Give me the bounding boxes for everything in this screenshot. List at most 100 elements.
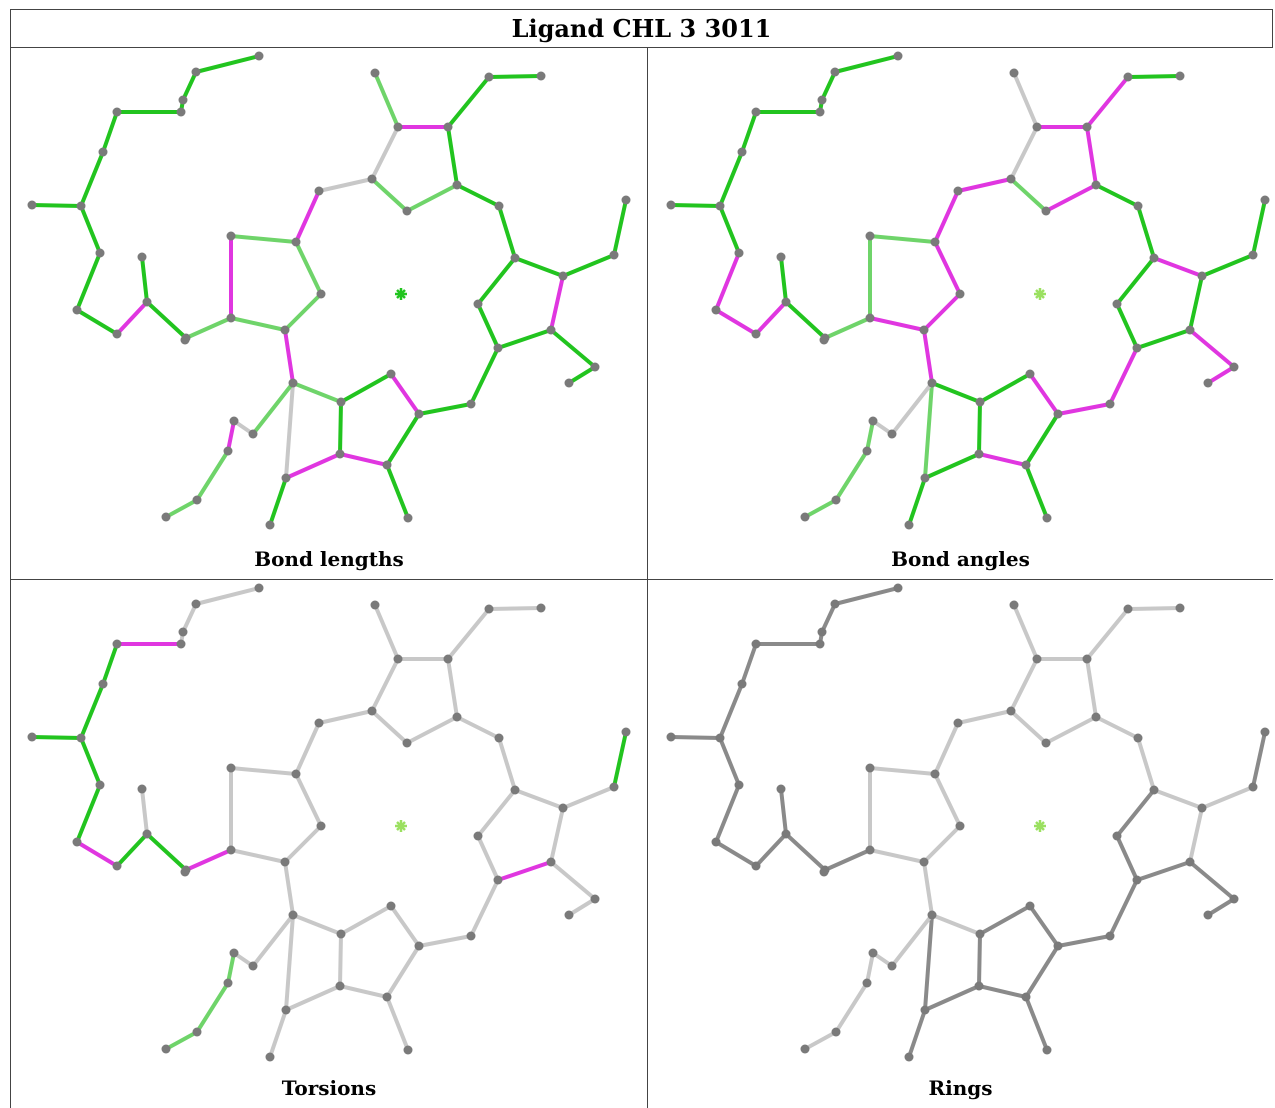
atom (1025, 369, 1035, 379)
atom (226, 845, 236, 855)
bond (513, 256, 565, 278)
molecule-rings (666, 583, 1270, 1062)
bond (820, 602, 837, 634)
atom (919, 325, 929, 335)
bond (834, 449, 869, 502)
atom (666, 732, 676, 742)
bond (476, 302, 500, 350)
bond (1012, 71, 1039, 129)
atom (510, 785, 520, 795)
bond (446, 125, 459, 187)
bond (226, 951, 236, 985)
atom (1041, 206, 1051, 216)
bond (833, 54, 900, 74)
atom (223, 446, 233, 456)
bond (1126, 606, 1182, 611)
atom (1175, 603, 1185, 613)
bond (1028, 372, 1060, 416)
atom (229, 948, 239, 958)
bond (1085, 125, 1098, 187)
atom (386, 901, 396, 911)
atom (927, 378, 937, 388)
atom (1025, 901, 1035, 911)
atom (112, 861, 122, 871)
bond (496, 860, 553, 882)
atom (893, 583, 903, 593)
atom (887, 961, 897, 971)
atom (955, 821, 965, 831)
bond (338, 452, 389, 467)
atom (751, 107, 761, 117)
atom (142, 297, 152, 307)
atom (609, 782, 619, 792)
grid-line-middle-horizontal (10, 579, 1273, 580)
bond (294, 721, 321, 776)
bond (229, 234, 298, 244)
bond (823, 848, 872, 872)
bond (251, 381, 295, 436)
bond (833, 586, 900, 606)
atom (226, 231, 236, 241)
bond (977, 400, 982, 456)
bond (283, 860, 295, 917)
bond (922, 292, 962, 332)
bond (567, 365, 597, 385)
atom (621, 195, 631, 205)
bond (229, 766, 298, 776)
bond (549, 328, 597, 369)
bond (1135, 328, 1192, 350)
bond (283, 292, 323, 332)
bond (1085, 607, 1130, 661)
bond (145, 300, 188, 340)
bond (476, 788, 517, 838)
atom (367, 174, 377, 184)
bond (291, 913, 343, 936)
atom (666, 200, 676, 210)
atom (868, 416, 878, 426)
bond (140, 787, 149, 836)
bond (251, 913, 295, 968)
atom (590, 362, 600, 372)
atom (393, 122, 403, 132)
molecule-bond-lengths (27, 51, 631, 530)
bond (370, 709, 409, 745)
bond (229, 848, 287, 864)
caption-rings: Rings (928, 1076, 993, 1100)
atom (734, 248, 744, 258)
bond (30, 203, 83, 208)
atom (546, 857, 556, 867)
panel-torsions: Torsions (11, 580, 647, 1108)
bond (1251, 730, 1267, 789)
atom (367, 706, 377, 716)
atom (715, 201, 725, 211)
bond (283, 328, 295, 385)
bond (370, 657, 400, 713)
bond (184, 848, 233, 872)
bond (549, 806, 565, 864)
bond (79, 682, 105, 740)
atom (265, 520, 275, 530)
bond (820, 70, 837, 102)
atom (1105, 931, 1115, 941)
atom (386, 369, 396, 379)
atom (112, 107, 122, 117)
atom (137, 252, 147, 262)
bond (1085, 75, 1130, 129)
atom (288, 910, 298, 920)
bond (1136, 204, 1156, 260)
atom (536, 603, 546, 613)
atom (27, 732, 37, 742)
bond (561, 253, 616, 278)
atom (953, 718, 963, 728)
atom (281, 473, 291, 483)
bond (385, 463, 410, 520)
atom (819, 335, 829, 345)
atom (862, 446, 872, 456)
atom (98, 147, 108, 157)
atom (336, 929, 346, 939)
atom (920, 1005, 930, 1015)
bond (1115, 788, 1156, 838)
bond (115, 300, 149, 336)
bond (740, 642, 758, 686)
grid-line-left (10, 47, 11, 1108)
